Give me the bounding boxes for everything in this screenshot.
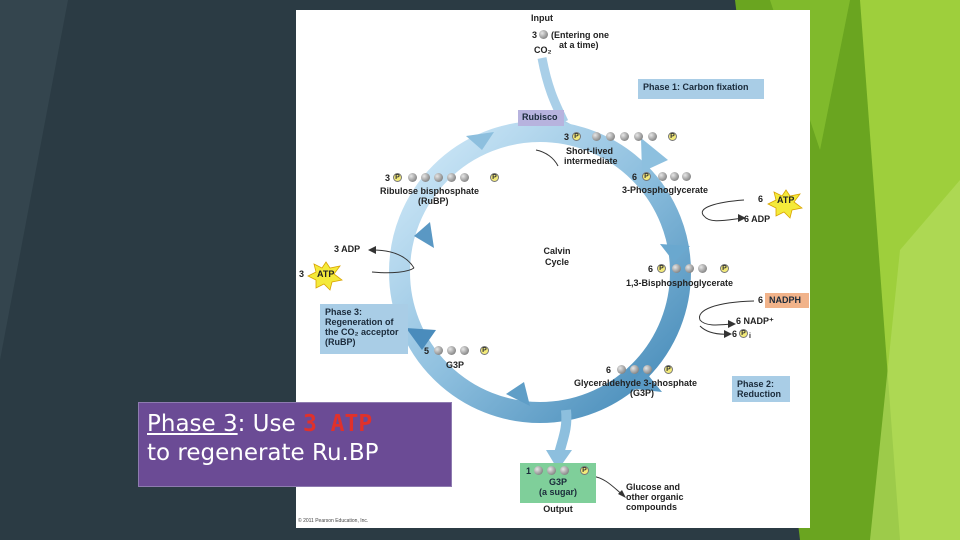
nadph-count: 6	[758, 295, 764, 305]
bpg-count: 6	[648, 264, 654, 274]
phosphate-icon: P	[668, 132, 677, 141]
output-label: Output	[543, 504, 573, 514]
input-entering-2: at a time)	[559, 40, 599, 50]
rubp-label: Ribulose bisphosphate	[380, 186, 480, 196]
rubisco-box: Rubisco	[518, 110, 564, 126]
atp-star-left: ATP	[317, 269, 335, 279]
short-lived-count: 3	[564, 132, 570, 142]
carbon-ball	[460, 173, 469, 182]
phase1-label: Phase 1: Carbon fixation	[643, 82, 749, 92]
phase2-box: Phase 2: Reduction	[732, 376, 790, 402]
carbon-ball	[408, 173, 417, 182]
carbon-ball	[447, 173, 456, 182]
carbon-ball	[447, 346, 456, 355]
output-g3p: G3P	[548, 477, 567, 487]
carbon-ball	[670, 172, 679, 181]
phase3-line: Phase 3:	[325, 307, 363, 317]
g3p-left-label: G3P	[446, 360, 465, 370]
atp-star-right: ATP	[777, 195, 795, 205]
carbon-ball	[592, 132, 601, 141]
phase3-line: the CO₂ acceptor	[325, 327, 399, 337]
carbon-ball	[634, 132, 643, 141]
rubp-count: 3	[385, 173, 391, 183]
calvin-cycle-figure: Input 3 (Entering one at a time) CO₂ Pha…	[296, 10, 810, 528]
phase3-callout: Phase 3: Use 3 ATP to regenerate Ru.BP	[138, 402, 452, 487]
carbon-ball	[421, 173, 430, 182]
nadp-label: 6 NADP⁺	[736, 316, 774, 326]
pi-count: 6	[732, 329, 738, 339]
g3p-left-count: 5	[424, 346, 430, 356]
carbon-ball	[672, 264, 681, 273]
output-sugar: (a sugar)	[538, 487, 577, 497]
phosphate-icon: P	[720, 264, 729, 273]
atp-right-count: 6	[758, 194, 764, 204]
phosphate-icon: P	[642, 172, 651, 181]
input-count: 3	[532, 30, 538, 40]
calvin-label: Calvin	[543, 246, 571, 256]
adp-right: 6 ADP	[744, 214, 771, 224]
carbon-ball	[547, 466, 556, 475]
rubp-label-2: (RuBP)	[418, 196, 449, 206]
g3p-right-label: Glyceraldehyde 3-phosphate	[574, 378, 698, 388]
carbon-ball	[685, 264, 694, 273]
callout-line-2: to regenerate Ru.BP	[147, 440, 379, 466]
carbon-ball	[434, 346, 443, 355]
carbon-ball	[658, 172, 667, 181]
nadph-label: NADPH	[769, 295, 802, 305]
callout-atp: 3 ATP	[302, 411, 373, 437]
carbon-ball	[434, 173, 443, 182]
carbon-ball	[620, 132, 629, 141]
carbon-ball	[648, 132, 657, 141]
glucose-line: other organic	[626, 492, 684, 502]
carbon-ball	[617, 365, 626, 374]
phase2-line: Reduction	[737, 389, 781, 399]
phase1-box: Phase 1: Carbon fixation	[638, 79, 764, 99]
carbon-ball	[630, 365, 639, 374]
carbon-ball	[682, 172, 691, 181]
input-title: Input	[531, 13, 553, 23]
phosphate-icon: P	[657, 264, 666, 273]
co2-molecule	[539, 30, 548, 39]
bpg-label: 1,3-Bisphosphoglycerate	[626, 278, 734, 288]
g3p-right-count: 6	[606, 365, 612, 375]
pga-count: 6	[632, 172, 638, 182]
glucose-line: Glucose and	[626, 482, 681, 492]
short-lived-label: Short-lived	[566, 146, 614, 156]
cycle-label: Cycle	[544, 257, 570, 267]
carbon-ball	[643, 365, 652, 374]
output-count: 1	[526, 466, 532, 476]
copyright: © 2011 Pearson Education, Inc.	[298, 518, 369, 524]
phase3-line: Regeneration of	[325, 317, 394, 327]
phosphate-icon: P	[572, 132, 581, 141]
callout-phase: Phase 3	[147, 411, 238, 437]
carbon-ball	[560, 466, 569, 475]
rubisco-label: Rubisco	[522, 112, 558, 122]
carbon-ball	[698, 264, 707, 273]
pi-subscript: i	[749, 333, 751, 340]
atp-left-count: 3	[299, 269, 305, 279]
glucose-line: compounds	[626, 502, 677, 512]
nadph-box: NADPH	[765, 293, 809, 308]
adp-left: 3 ADP	[334, 244, 361, 254]
phase2-line: Phase 2:	[737, 379, 775, 389]
callout-line-1: Phase 3: Use 3 ATP	[147, 410, 443, 439]
output-box: 1 P G3P (a sugar)	[520, 463, 596, 503]
input-entering: (Entering one	[551, 30, 609, 40]
phosphate-icon: P	[490, 173, 499, 182]
phase3-box: Phase 3: Regeneration of the CO₂ accepto…	[320, 304, 408, 354]
carbon-ball	[606, 132, 615, 141]
phosphate-icon: P	[739, 329, 748, 338]
phase3-line: (RuBP)	[325, 337, 356, 347]
callout-use: : Use	[237, 411, 303, 437]
phosphate-icon: P	[580, 466, 589, 475]
pga-label: 3-Phosphoglycerate	[622, 185, 709, 195]
phosphate-icon: P	[480, 346, 489, 355]
carbon-ball	[534, 466, 543, 475]
carbon-ball	[460, 346, 469, 355]
phosphate-icon: P	[664, 365, 673, 374]
phosphate-icon: P	[393, 173, 402, 182]
g3p-right-label-2: (G3P)	[630, 388, 655, 398]
short-lived-label-2: intermediate	[564, 156, 618, 166]
input-co2: CO₂	[534, 45, 552, 55]
